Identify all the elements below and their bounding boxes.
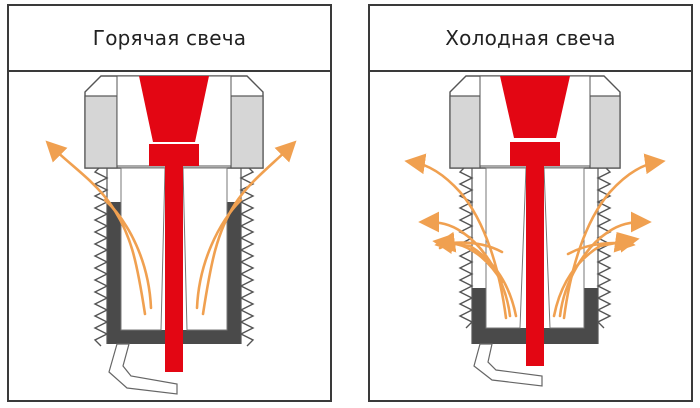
center-electrode-collar [510,142,560,166]
thread-right [239,165,255,347]
cold-plug-title: Холодная свеча [445,26,616,50]
thread-left [93,165,109,347]
flow-arrow [201,140,297,316]
hot-plug-title: Горячая свеча [92,26,247,50]
flow-arrow [558,211,652,318]
flow-arrows [45,140,297,316]
flow-arrow [45,140,147,316]
flow-arrow [562,153,666,320]
deposit-cavity [472,288,598,344]
flow-arrow [432,233,518,318]
flow-arrow [434,231,504,254]
hex-left [84,95,118,169]
hot-plug-header: Горячая свеча [9,6,330,72]
center-electrode-top [139,76,209,142]
ground-electrode [473,343,543,387]
center-electrode-rod [526,166,544,366]
cold-plug-diagram [404,75,666,387]
flow-arrow [103,198,153,310]
cold-plug-header: Холодная свеча [370,6,691,72]
insulator-nose [485,167,585,329]
flow-arrow [566,231,636,256]
center-electrode-top [500,76,570,138]
insulator-nose [120,167,228,331]
hex-left [449,95,481,169]
hex-right [230,95,264,169]
flow-arrow [404,153,508,320]
hot-plug-panel: Горячая свеча [7,4,332,402]
cold-plug-panel: Холодная свеча [368,4,693,402]
ground-electrode [108,343,178,395]
center-electrode-collar [149,144,199,166]
flow-arrow [195,198,243,310]
flow-arrows [404,153,666,320]
hex-right [589,95,621,169]
hot-plug-diagram [45,75,297,395]
thread-right [596,165,612,329]
center-electrode-rod [165,166,183,372]
flow-arrow [552,232,640,318]
flow-arrow [418,211,512,318]
